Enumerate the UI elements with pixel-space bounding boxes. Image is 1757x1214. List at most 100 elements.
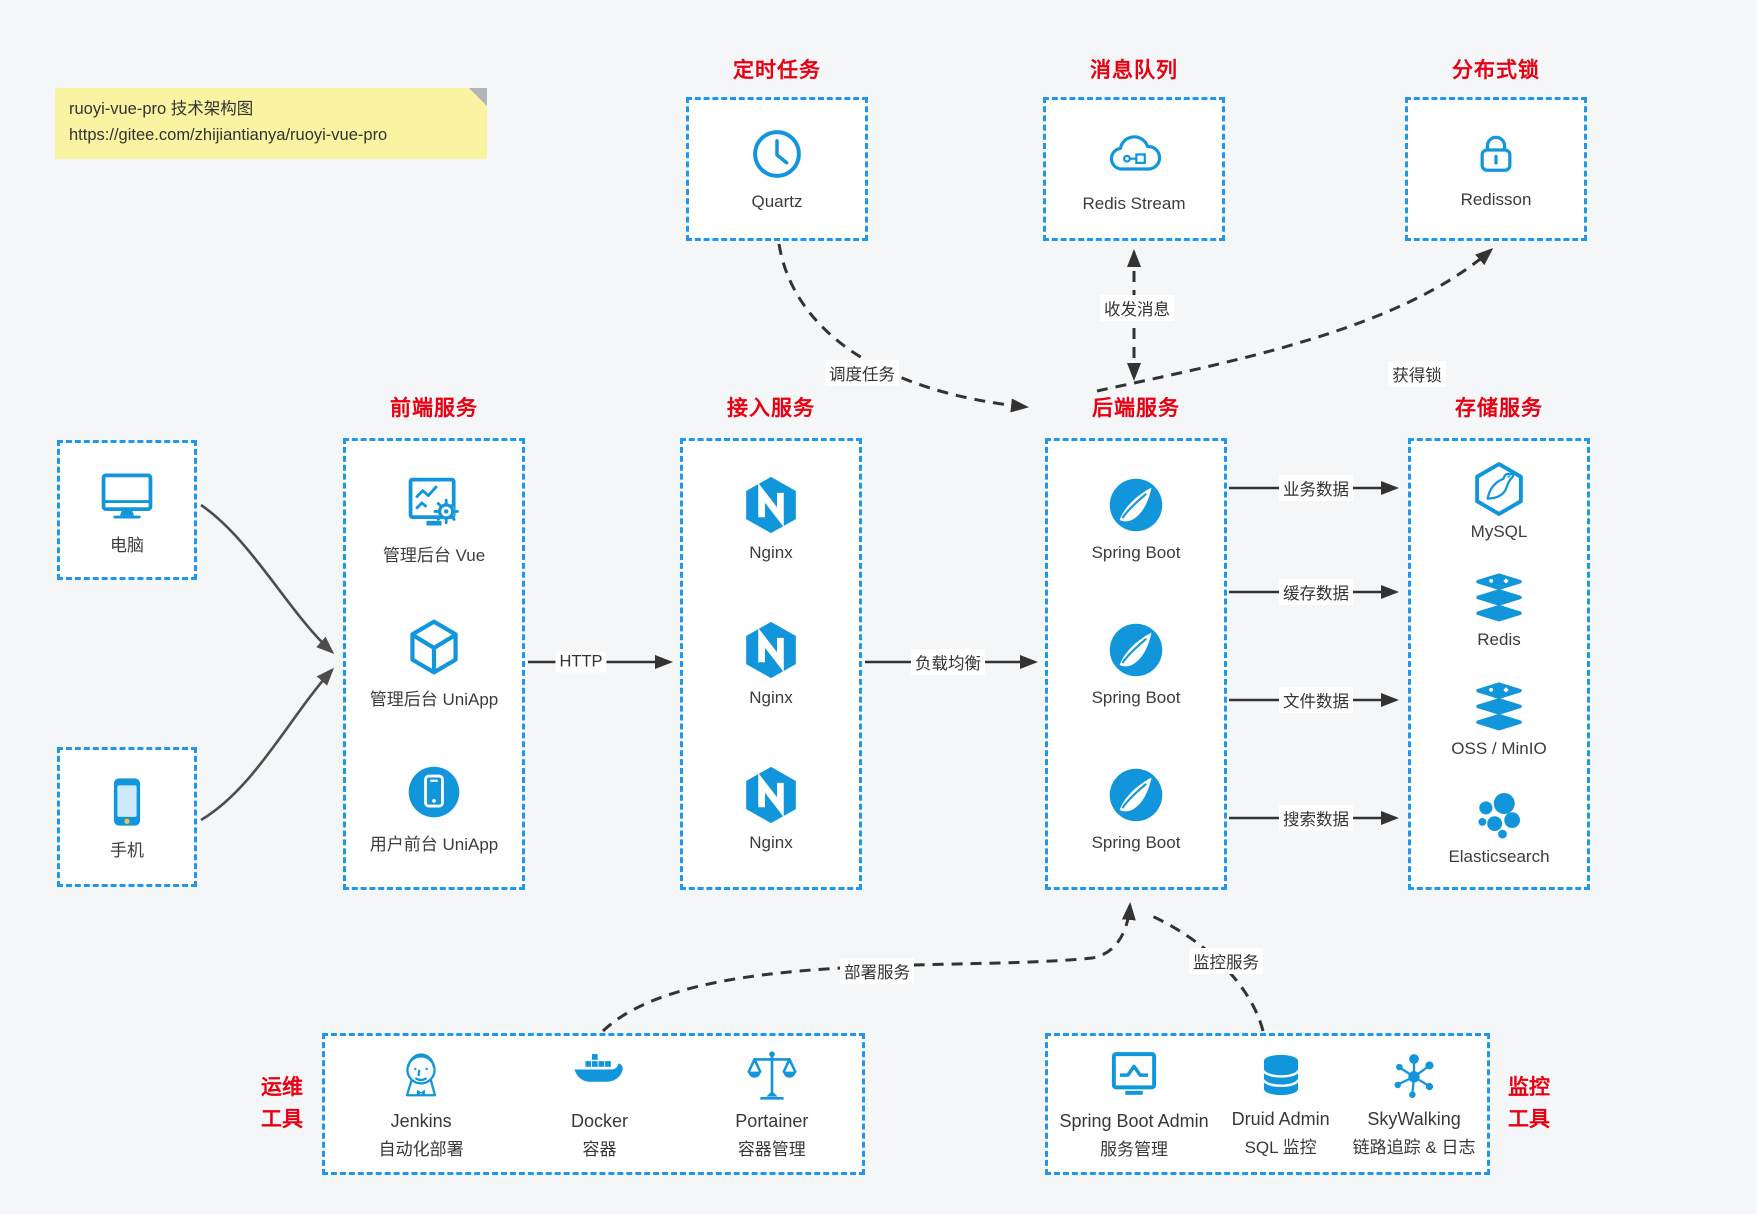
node-label: Spring Boot (1091, 687, 1181, 707)
note-url: https://gitee.com/zhijiantianya/ruoyi-vu… (69, 126, 388, 145)
frontend-box: 管理后台 Vue 管理后台 UniApp 用户前台 UniApp (343, 438, 525, 890)
nginx-icon (741, 765, 801, 825)
flow-label-lock: 获得锁 (1388, 361, 1446, 387)
nginx-icon (741, 475, 801, 535)
node-label: Quartz (751, 192, 803, 211)
redisson-box: Redisson (1405, 97, 1587, 241)
tool-jenkins: Jenkins 自动化部署 (379, 1048, 464, 1160)
access-box: Nginx Nginx Nginx (680, 438, 862, 890)
mysql-icon (1471, 461, 1527, 517)
flow-label-business-data: 业务数据 (1279, 475, 1353, 501)
tool-name: SkyWalking (1367, 1109, 1461, 1129)
node-label: 手机 (110, 840, 144, 860)
client-computer-box: 电脑 (57, 440, 197, 580)
section-title-monitor-tools: 监控 工具 (1508, 1076, 1550, 1131)
node-label: 管理后台 UniApp (369, 690, 499, 710)
arrow-phone-to-frontend (200, 667, 335, 822)
node-label: Elasticsearch (1448, 847, 1550, 867)
node-label: Redis Stream (1082, 194, 1186, 213)
flow-label-load-balance: 负载均衡 (911, 649, 985, 675)
tool-desc: 服务管理 (1100, 1140, 1169, 1159)
node-springboot-1: Spring Boot (1091, 475, 1181, 563)
node-label: Spring Boot (1091, 543, 1181, 563)
node-label: 用户前台 UniApp (369, 835, 499, 855)
flow-label-http: HTTP (555, 651, 607, 673)
spring-icon (1106, 765, 1166, 825)
flow-label-messages: 收发消息 (1100, 295, 1174, 321)
node-nginx-2: Nginx (741, 620, 801, 708)
storage-box: MySQL Redis OSS / MinIO Elasticsearch (1408, 438, 1590, 890)
node-label: Spring Boot (1091, 832, 1181, 852)
jenkins-icon (393, 1048, 449, 1104)
node-admin-vue: 管理后台 Vue (383, 473, 485, 566)
cube-icon (404, 617, 464, 677)
node-mysql: MySQL (1470, 461, 1528, 542)
app-circle-icon (404, 762, 464, 822)
tool-desc: 容器 (582, 1140, 617, 1159)
node-nginx-1: Nginx (741, 475, 801, 563)
tool-desc: 自动化部署 (378, 1140, 464, 1159)
layer-stack-icon (1471, 678, 1527, 734)
tool-name: Portainer (735, 1111, 809, 1131)
section-title-storage: 存储服务 (1455, 397, 1543, 420)
section-title-scheduled-tasks: 定时任务 (733, 59, 821, 82)
node-graph-icon (1388, 1050, 1440, 1102)
nginx-icon (741, 620, 801, 680)
sticky-note: ruoyi-vue-pro 技术架构图 https://gitee.com/zh… (55, 88, 487, 159)
cloud-queue-icon (1104, 124, 1164, 184)
tool-spring-boot-admin: Spring Boot Admin 服务管理 (1060, 1048, 1209, 1160)
flow-label-monitor: 监控服务 (1189, 948, 1263, 974)
node-label: Redis (1477, 630, 1521, 650)
node-elasticsearch: Elasticsearch (1448, 786, 1550, 867)
admin-chart-icon (1106, 1048, 1162, 1104)
node-label: Redisson (1460, 190, 1532, 209)
section-title-ops-tools: 运维 工具 (261, 1076, 303, 1131)
flow-label-schedule: 调度任务 (825, 360, 899, 386)
monitor-tools-box: Spring Boot Admin 服务管理 Druid Admin SQL 监… (1045, 1033, 1490, 1175)
section-title-message-queue: 消息队列 (1090, 59, 1178, 82)
elasticsearch-icon (1471, 786, 1527, 842)
tool-desc: 链路追踪 & 日志 (1352, 1138, 1476, 1157)
arrow-computer-to-frontend (200, 503, 335, 655)
flow-label-file-data: 文件数据 (1279, 687, 1353, 713)
node-label: 电脑 (110, 535, 144, 555)
tool-desc: SQL 监控 (1244, 1138, 1317, 1157)
spring-icon (1106, 620, 1166, 680)
node-label: Nginx (749, 543, 793, 563)
spring-icon (1106, 475, 1166, 535)
section-title-access: 接入服务 (727, 397, 815, 420)
tool-portainer: Portainer 容器管理 (735, 1048, 808, 1160)
section-title-backend: 后端服务 (1092, 397, 1180, 420)
flow-label-search-data: 搜索数据 (1279, 805, 1353, 831)
note-fold-corner-icon (469, 88, 487, 106)
section-title-distributed-lock: 分布式锁 (1452, 59, 1540, 82)
tool-name: Docker (570, 1111, 628, 1131)
node-admin-uniapp: 管理后台 UniApp (370, 617, 498, 710)
node-label: 管理后台 Vue (382, 545, 486, 565)
node-label: OSS / MinIO (1451, 738, 1547, 758)
node-label: Nginx (749, 687, 793, 707)
admin-screen-gear-icon (404, 473, 464, 533)
tool-skywalking: SkyWalking 链路追踪 & 日志 (1352, 1050, 1476, 1158)
node-springboot-2: Spring Boot (1091, 620, 1181, 708)
quartz-box: Quartz (686, 97, 868, 241)
client-phone-box: 手机 (57, 747, 197, 887)
arrow-schedule-tasks (777, 243, 1029, 413)
node-label: MySQL (1470, 521, 1528, 541)
node-springboot-3: Spring Boot (1091, 765, 1181, 853)
database-icon (1255, 1050, 1307, 1102)
layer-stack-icon (1471, 569, 1527, 625)
tool-druid-admin: Druid Admin SQL 监控 (1232, 1050, 1330, 1158)
docker-icon (571, 1048, 627, 1104)
smartphone-icon (99, 774, 155, 830)
note-title: ruoyi-vue-pro 技术架构图 (69, 100, 254, 118)
tool-name: Druid Admin (1231, 1109, 1330, 1129)
node-oss-minio: OSS / MinIO (1451, 678, 1547, 759)
node-nginx-3: Nginx (741, 765, 801, 853)
flow-label-cache-data: 缓存数据 (1279, 579, 1353, 605)
tool-desc: 容器管理 (737, 1140, 806, 1159)
tool-docker: Docker 容器 (571, 1048, 628, 1160)
scales-icon (744, 1048, 800, 1104)
monitor-icon (97, 465, 157, 525)
